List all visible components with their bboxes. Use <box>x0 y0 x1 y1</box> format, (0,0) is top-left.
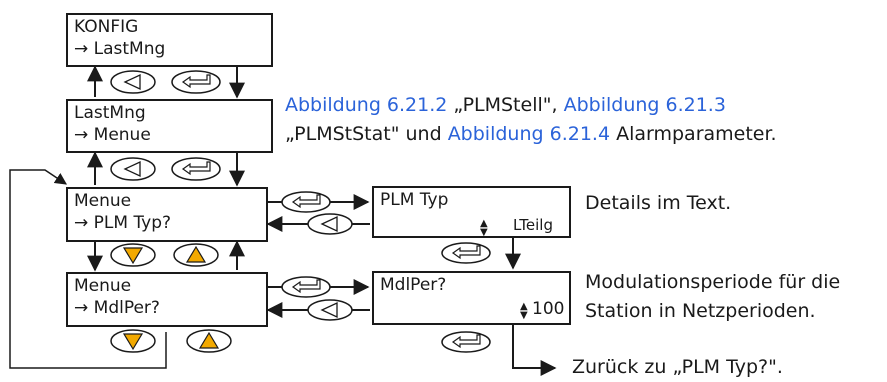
details-note: Details im Text. <box>585 192 732 214</box>
mdlper-indicator: ▲▼ <box>520 301 528 321</box>
triangle-down-icon <box>122 333 144 351</box>
loop-back-line <box>9 169 167 369</box>
down-button-1[interactable] <box>110 243 156 267</box>
enter-arrow-icon <box>451 245 481 260</box>
plm-typ-value: LTeilg <box>513 216 553 234</box>
modulation-line1: Modulationsperiode für die <box>585 271 841 293</box>
arrow-mdlper-back <box>512 325 557 376</box>
enter-button-1[interactable] <box>171 70 221 94</box>
lastmng-line2: → Menue <box>74 125 151 145</box>
back-note: Zurück zu „PLM Typ?". <box>572 356 783 378</box>
link-figure-6-21-4[interactable]: Abbildung 6.21.4 <box>447 123 611 145</box>
enter-button-right-1[interactable] <box>441 242 491 264</box>
enter-button-plm[interactable] <box>281 191 331 213</box>
link-figure-6-21-3[interactable]: Abbildung 6.21.3 <box>563 94 726 116</box>
lastmng-line1: LastMng <box>74 103 146 123</box>
up-button-1[interactable] <box>173 243 219 267</box>
triangle-left-icon <box>123 160 141 178</box>
enter-arrow-icon <box>291 279 321 294</box>
triangle-up-icon <box>185 245 207 263</box>
up-button-2[interactable] <box>186 329 232 353</box>
enter-arrow-icon <box>181 74 211 89</box>
modulation-note: Modulationsperiode für die Station in Ne… <box>585 268 840 326</box>
triangle-left-icon <box>123 73 141 91</box>
mdlper-value: 100 <box>532 299 565 319</box>
menue-plm-line1: Menue <box>74 191 132 211</box>
back-button-mdl[interactable] <box>307 299 353 321</box>
ref-text-3: Alarmparameter. <box>610 123 777 145</box>
back-button-2[interactable] <box>110 157 156 181</box>
menue-plm-line2: → PLM Typ? <box>74 213 172 233</box>
menue-plm-box: Menue → PLM Typ? <box>66 187 268 242</box>
enter-button-mdl[interactable] <box>281 276 331 298</box>
menue-mdl-line2: → MdlPer? <box>74 298 160 318</box>
reference-note: Abbildung 6.21.2 „PLMStell", Abbildung 6… <box>285 91 777 149</box>
triangle-up-icon <box>198 331 220 349</box>
enter-arrow-icon <box>181 161 211 176</box>
plm-typ-box: PLM Typ <box>372 186 571 238</box>
triangle-left-icon <box>320 301 338 319</box>
konfig-box: KONFIG → LastMng <box>66 13 273 67</box>
menue-mdl-line1: Menue <box>74 276 132 296</box>
plm-typ-indicator: ▲▼ <box>480 218 488 238</box>
modulation-line2: Station in Netzperioden. <box>585 300 816 322</box>
back-button-1[interactable] <box>110 70 156 94</box>
plm-typ-title: PLM Typ <box>380 190 449 210</box>
ref-text-1: „PLMStell", <box>447 94 564 116</box>
lastmng-box: LastMng → Menue <box>66 99 273 153</box>
konfig-line1: KONFIG <box>74 17 139 37</box>
enter-button-right-2[interactable] <box>441 331 491 353</box>
enter-button-2[interactable] <box>171 157 221 181</box>
back-button-plm[interactable] <box>307 213 353 235</box>
triangle-down-icon <box>122 247 144 265</box>
link-figure-6-21-2[interactable]: Abbildung 6.21.2 <box>285 94 448 116</box>
mdlper-title: MdlPer? <box>380 275 447 295</box>
menue-mdl-box: Menue → MdlPer? <box>66 272 268 327</box>
mdlper-box: MdlPer? <box>372 271 571 325</box>
down-button-2[interactable] <box>110 329 156 353</box>
triangle-left-icon <box>320 215 338 233</box>
enter-arrow-icon <box>451 334 481 349</box>
ref-text-2: „PLMStStat" und <box>285 123 448 145</box>
enter-arrow-icon <box>291 194 321 209</box>
konfig-line2: → LastMng <box>74 39 166 59</box>
